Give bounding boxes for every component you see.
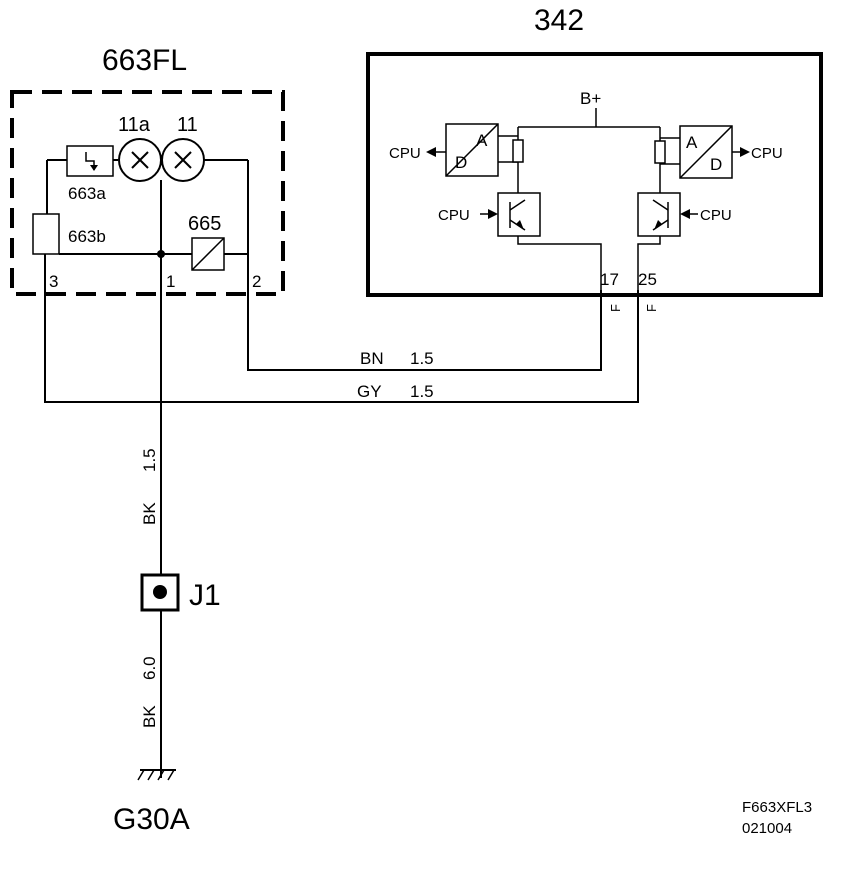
cpu-label-bottom-left: CPU <box>438 207 470 224</box>
svg-text:A: A <box>686 133 698 152</box>
right-cpu-in-arrow <box>680 209 690 219</box>
relay-label: 665 <box>188 213 221 235</box>
pin-3: 3 <box>49 272 58 291</box>
resistor-label: 663b <box>68 227 106 246</box>
connector-j1-label: J1 <box>189 579 221 612</box>
pin-2: 2 <box>252 272 261 291</box>
module-342-frame <box>366 52 823 297</box>
svg-text:D: D <box>710 155 722 174</box>
left-pullup-resistor <box>512 139 524 163</box>
ground-label: G30A <box>113 803 190 836</box>
lamp-11a-label: 11a <box>118 114 151 136</box>
svg-text:D: D <box>455 153 467 172</box>
pin-17-suffix: F <box>608 304 623 312</box>
pin-1: 1 <box>166 272 175 291</box>
wire-gy-color: GY <box>357 382 382 401</box>
pin-17: 17 <box>600 270 619 289</box>
wire-bk-lower-color: BK <box>140 705 159 728</box>
gy-wire <box>44 254 639 403</box>
module-663fl: 663FL 663a 11a 11 663b 665 3 1 <box>10 44 285 296</box>
supply-label: B+ <box>580 89 601 108</box>
wire-bk-lower-size: 6.0 <box>140 656 159 680</box>
right-pullup-resistor <box>654 140 666 164</box>
pin-25: 25 <box>638 270 657 289</box>
connector-j1 <box>140 573 180 612</box>
right-transistor-driver <box>637 192 681 237</box>
ground-symbol <box>137 769 176 781</box>
bn-wire <box>247 254 602 371</box>
flasher-label: 663a <box>68 184 106 203</box>
right-cpu-out-arrow <box>740 147 750 157</box>
svg-text:A: A <box>476 131 488 150</box>
diagram-date: 021004 <box>742 820 792 837</box>
left-cpu-out-arrow <box>426 147 436 157</box>
left-ad-converter: A D <box>445 123 518 177</box>
left-transistor-driver <box>497 192 541 237</box>
wire-gy-size: 1.5 <box>410 382 434 401</box>
cpu-label-bottom-right: CPU <box>700 207 732 224</box>
left-cpu-in-arrow <box>488 209 498 219</box>
diagram-code: F663XFL3 <box>742 799 812 816</box>
right-output-line <box>637 236 661 290</box>
resistor-663b <box>32 213 60 255</box>
wire-bn-color: BN <box>360 349 384 368</box>
cpu-label-top-left: CPU <box>389 145 421 162</box>
cpu-label-top-right: CPU <box>751 145 783 162</box>
wire-bn-size: 1.5 <box>410 349 434 368</box>
module-342: 342 B+ A D CPU CPU <box>366 4 823 312</box>
left-output-line <box>517 236 602 290</box>
module-342-label: 342 <box>534 4 584 37</box>
wire-bk-upper-color: BK <box>140 502 159 525</box>
right-ad-converter: A D <box>660 125 733 179</box>
wire-bk-upper-size: 1.5 <box>140 448 159 472</box>
module-663fl-frame <box>10 90 285 296</box>
pin-25-suffix: F <box>644 304 659 312</box>
module-663fl-label: 663FL <box>102 44 187 77</box>
lamp-11-label: 11 <box>177 114 198 136</box>
